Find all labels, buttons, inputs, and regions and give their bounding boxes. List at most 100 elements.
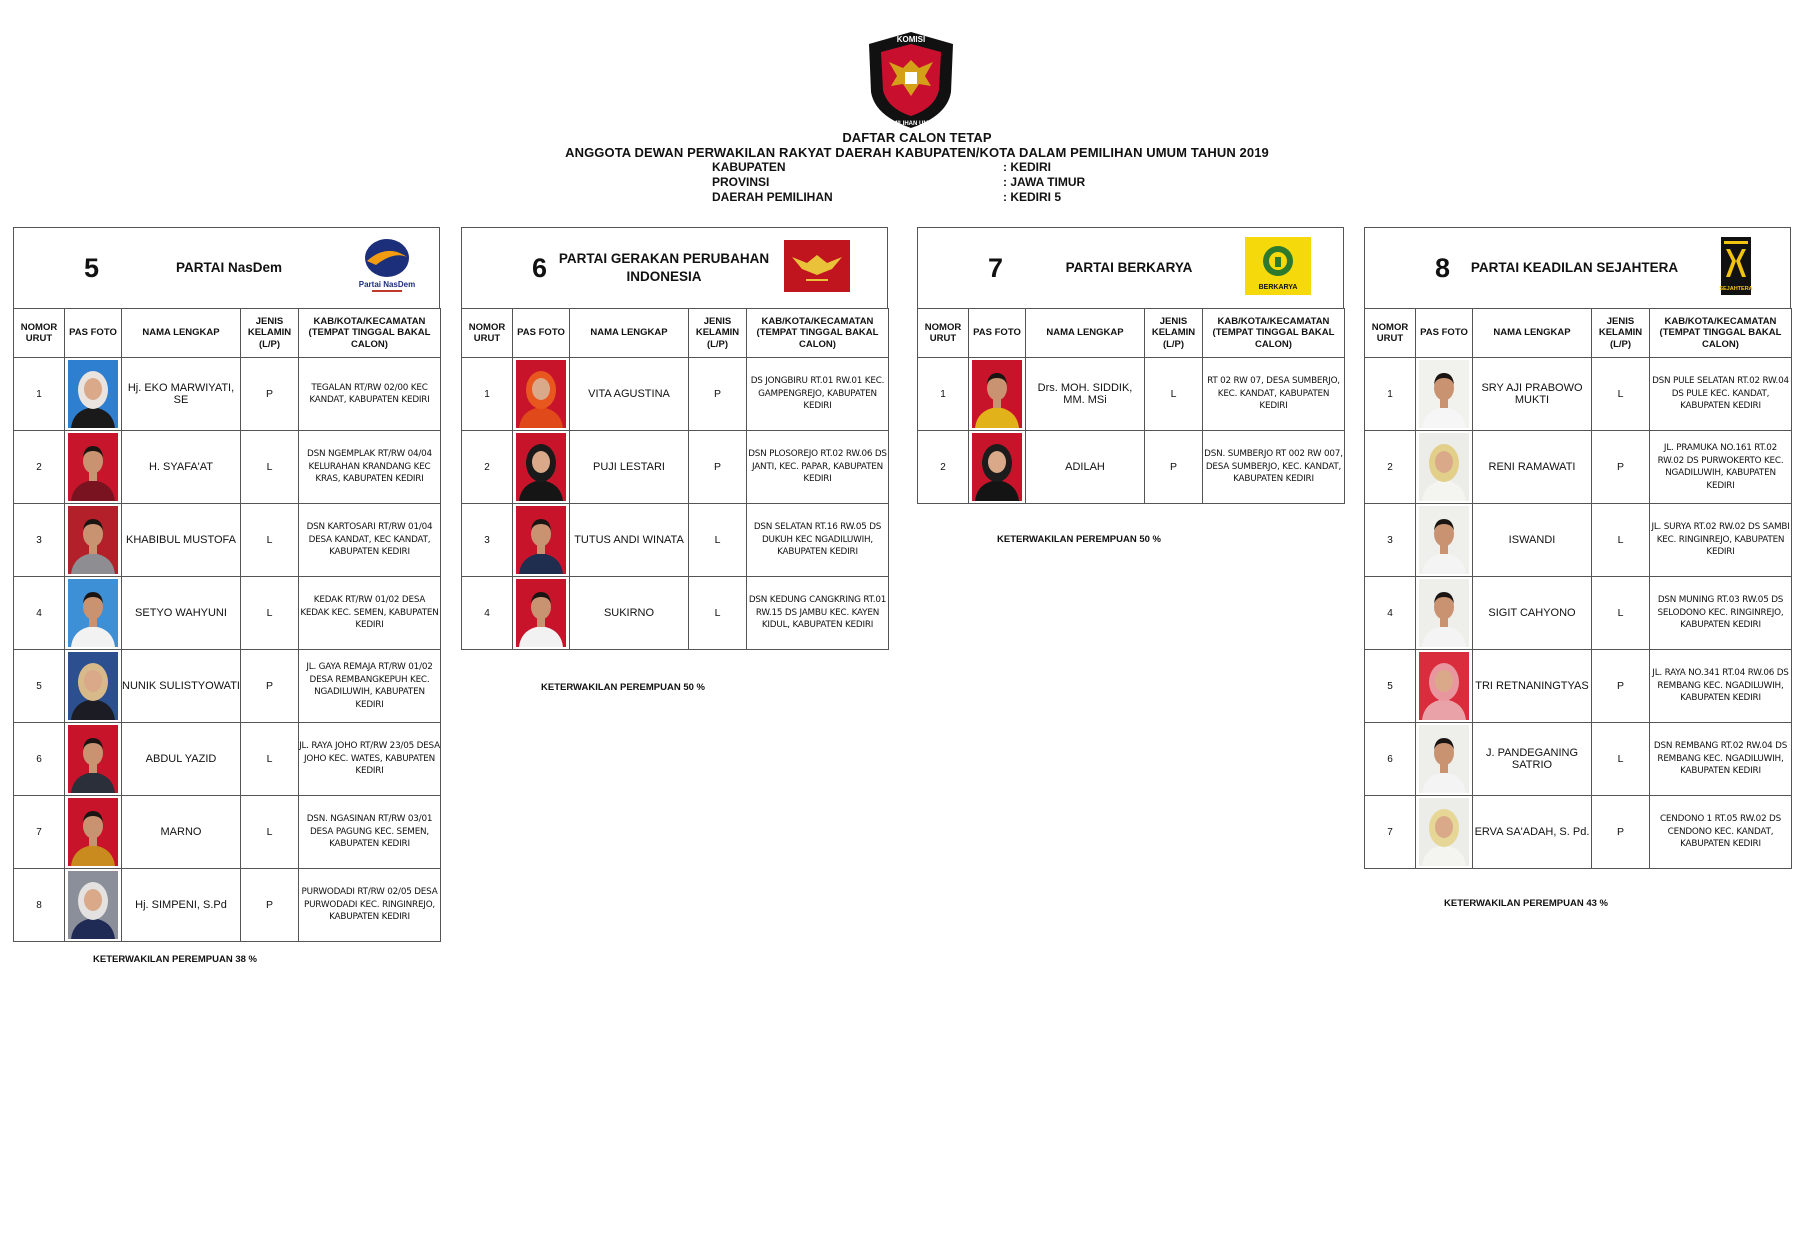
candidate-name: H. SYAFA'AT: [121, 430, 241, 504]
candidate-sex: L: [688, 503, 747, 577]
candidate-photo: [68, 506, 118, 574]
candidate-address: JL. RAYA JOHO RT/RW 23/05 DESA JOHO KEC.…: [298, 722, 441, 796]
column-header-address: KAB/KOTA/KECAMATAN (TEMPAT TINGGAL BAKAL…: [1649, 308, 1792, 358]
info-value-kabupaten: : KEDIRI: [1003, 160, 1051, 174]
party-name: PARTAI BERKARYA: [1065, 260, 1193, 275]
candidate-number: 5: [13, 649, 65, 723]
candidate-photo: [1419, 360, 1469, 428]
candidate-address: TEGALAN RT/RW 02/00 KEC KANDAT, KABUPATE…: [298, 357, 441, 431]
candidate-name: MARNO: [121, 795, 241, 869]
candidate-address: DSN SELATAN RT.16 RW.05 DS DUKUH KEC NGA…: [746, 503, 889, 577]
candidate-sex: P: [1591, 649, 1650, 723]
column-header-no: NOMOR URUT: [1364, 308, 1416, 358]
candidate-photo-cell: [1415, 430, 1473, 504]
column-header-no: NOMOR URUT: [13, 308, 65, 358]
candidate-address: DSN PLOSOREJO RT.02 RW.06 DS JANTI, KEC.…: [746, 430, 889, 504]
candidate-photo-cell: [512, 503, 570, 577]
column-header-photo: PAS FOTO: [512, 308, 570, 358]
candidate-photo: [516, 433, 566, 501]
candidate-number: 3: [461, 503, 513, 577]
kpu-emblem-icon: KOMISI PEMILIHAN UMUM: [869, 32, 953, 128]
candidate-address: CENDONO 1 RT.05 RW.02 DS CENDONO KEC. KA…: [1649, 795, 1792, 869]
candidate-photo: [1419, 798, 1469, 866]
candidate-name: NUNIK SULISTYOWATI: [121, 649, 241, 723]
candidate-number: 1: [917, 357, 969, 431]
candidate-number: 3: [1364, 503, 1416, 577]
candidate-photo-cell: [64, 357, 122, 431]
party-logo-caption: Partai NasDem: [359, 280, 415, 289]
info-label-kabupaten: KABUPATEN: [712, 160, 786, 174]
candidate-sex: L: [688, 576, 747, 650]
party-header: 7 PARTAI BERKARYA BERKARYA: [917, 227, 1344, 308]
candidate-sex: L: [1591, 576, 1650, 650]
document-title: DAFTAR CALON TETAP: [842, 130, 992, 145]
candidate-photo: [68, 579, 118, 647]
candidate-name: ISWANDI: [1472, 503, 1592, 577]
party-number: 7: [988, 253, 1004, 283]
candidate-name: TUTUS ANDI WINATA: [569, 503, 689, 577]
candidate-photo-cell: [1415, 649, 1473, 723]
candidate-sex: P: [688, 357, 747, 431]
candidate-address: DSN PULE SELATAN RT.02 RW.04 DS PULE KEC…: [1649, 357, 1792, 431]
garuda-logo-icon: [784, 240, 850, 292]
candidate-photo-cell: [64, 722, 122, 796]
candidate-address: JL. GAYA REMAJA RT/RW 01/02 DESA REMBANG…: [298, 649, 441, 723]
candidate-name: J. PANDEGANING SATRIO: [1472, 722, 1592, 796]
candidate-name: VITA AGUSTINA: [569, 357, 689, 431]
candidate-sex: P: [1591, 795, 1650, 869]
candidate-photo: [1419, 652, 1469, 720]
candidate-number: 4: [461, 576, 513, 650]
column-header-name: NAMA LENGKAP: [1472, 308, 1592, 358]
candidate-number: 2: [917, 430, 969, 504]
candidate-photo: [68, 871, 118, 939]
candidate-address: DSN NGEMPLAK RT/RW 04/04 KELURAHAN KRAND…: [298, 430, 441, 504]
candidate-photo: [68, 433, 118, 501]
candidate-number: 7: [13, 795, 65, 869]
info-value-provinsi: : JAWA TIMUR: [1003, 175, 1086, 189]
nasdem-logo-icon: Partai NasDem: [359, 239, 415, 292]
candidate-name: ADILAH: [1025, 430, 1145, 504]
candidate-photo: [68, 652, 118, 720]
candidate-number: 1: [461, 357, 513, 431]
candidate-sex: P: [240, 649, 299, 723]
candidate-number: 3: [13, 503, 65, 577]
candidate-photo: [1419, 725, 1469, 793]
candidate-sex: L: [1591, 503, 1650, 577]
info-label-provinsi: PROVINSI: [712, 175, 770, 189]
candidate-name: TRI RETNANINGTYAS: [1472, 649, 1592, 723]
candidate-number: 6: [13, 722, 65, 796]
party-logo: Partai NasDem: [354, 237, 420, 300]
candidate-photo-cell: [1415, 503, 1473, 577]
candidate-number: 4: [1364, 576, 1416, 650]
party-name: PARTAI GERAKAN PERUBAHAN INDONESIA: [558, 251, 770, 284]
berkarya-logo-icon: BERKARYA: [1245, 237, 1311, 295]
candidate-number: 6: [1364, 722, 1416, 796]
candidate-photo: [972, 360, 1022, 428]
candidate-name: ABDUL YAZID: [121, 722, 241, 796]
candidate-photo-cell: [1415, 795, 1473, 869]
candidate-number: 4: [13, 576, 65, 650]
candidate-address: DSN MUNING RT.03 RW.05 DS SELODONO KEC. …: [1649, 576, 1792, 650]
candidate-photo-cell: [64, 868, 122, 942]
